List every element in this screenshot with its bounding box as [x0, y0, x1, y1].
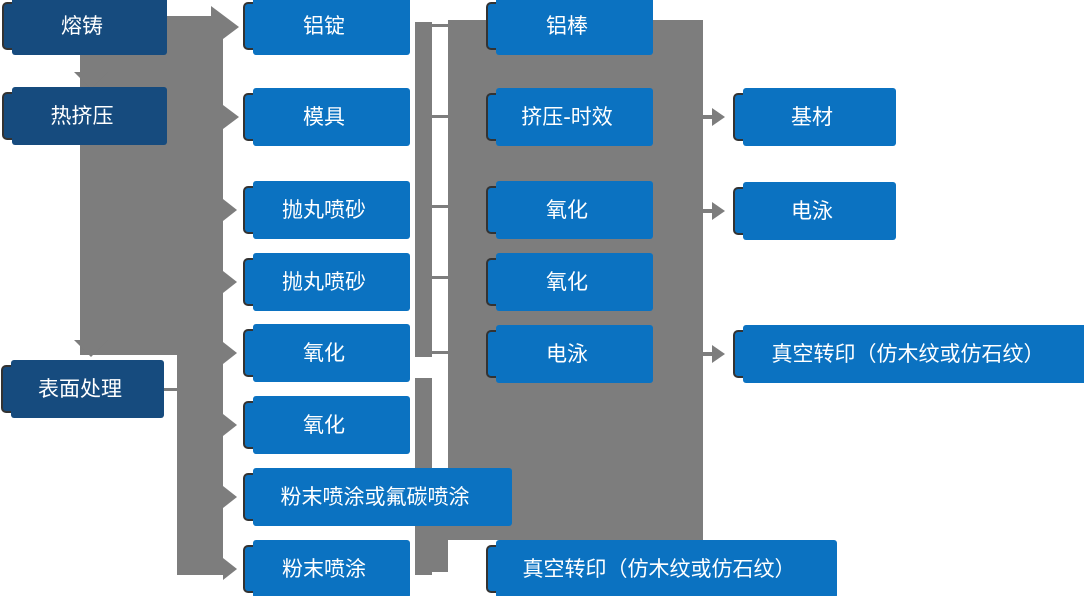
node-vacuum-transfer-2: 真空转印（仿木纹或仿石纹）: [733, 325, 1084, 383]
node-casting: 熔铸: [2, 0, 167, 55]
node-electrophoresis-1: 电泳: [486, 325, 653, 383]
node-surface-treatment: 表面处理: [1, 360, 164, 418]
node-oxidation-1: 氧化: [243, 324, 410, 382]
arrow-down-to-hot-extrusion: [74, 72, 108, 89]
shaft-to-electrophoresis-2: [700, 209, 712, 213]
node-oxidation-3: 氧化: [486, 181, 653, 239]
connector-main-trunk: [80, 16, 223, 355]
node-shot-blasting-2: 抛丸喷砂: [243, 253, 410, 311]
link-surface-treatment: [160, 388, 179, 391]
node-powder-coating: 粉末喷涂: [243, 540, 410, 596]
arrow-down-to-surface-treatment: [74, 340, 108, 357]
node-shot-blasting-1: 抛丸喷砂: [243, 181, 410, 239]
node-extrusion-aging: 挤压-时效: [486, 88, 653, 146]
arrow-to-powder-fluorocarbon: [223, 486, 237, 508]
link-vacuum-transfer-row: [428, 569, 448, 572]
node-base-material: 基材: [733, 88, 896, 146]
shaft-to-vacuum-transfer-2: [700, 352, 712, 356]
link-extrusion-aging-row: [432, 115, 448, 118]
node-vacuum-transfer-1: 真空转印（仿木纹或仿石纹）: [486, 540, 837, 596]
link-oxidation3-row: [432, 205, 448, 208]
connector-branch-band: [177, 350, 223, 575]
node-aluminum-rod: 铝棒: [486, 0, 653, 55]
node-powder-or-fluorocarbon-coating: 粉末喷涂或氟碳喷涂: [243, 468, 512, 526]
arrow-to-oxidation-2: [223, 414, 237, 436]
node-electrophoresis-2: 电泳: [733, 182, 896, 240]
arrow-casting-to-ingot: [211, 6, 239, 48]
node-oxidation-4: 氧化: [486, 253, 653, 311]
arrow-to-vacuum-transfer-2: [712, 345, 725, 363]
shaft-to-base-material: [700, 115, 712, 119]
node-aluminum-ingot: 铝锭: [243, 0, 410, 55]
arrow-to-oxidation-1: [223, 342, 237, 364]
link-electrophoresis-row: [432, 351, 448, 354]
arrow-extrusion-to-mold: [211, 96, 239, 138]
arrow-to-base-material: [712, 108, 725, 126]
arrow-to-shot-blasting-1: [223, 199, 237, 221]
connector-merge-bar-bottom: [432, 523, 448, 572]
arrow-to-powder-coating: [223, 558, 237, 580]
connector-merge-bar-upper: [415, 22, 432, 357]
link-oxidation4-row: [432, 276, 448, 279]
link-aluminum-rod-row: [432, 24, 448, 27]
node-oxidation-2: 氧化: [243, 396, 410, 454]
node-mold: 模具: [243, 88, 410, 146]
arrow-to-shot-blasting-2: [223, 271, 237, 293]
arrow-to-electrophoresis-2: [712, 202, 725, 220]
node-hot-extrusion: 热挤压: [2, 87, 167, 145]
